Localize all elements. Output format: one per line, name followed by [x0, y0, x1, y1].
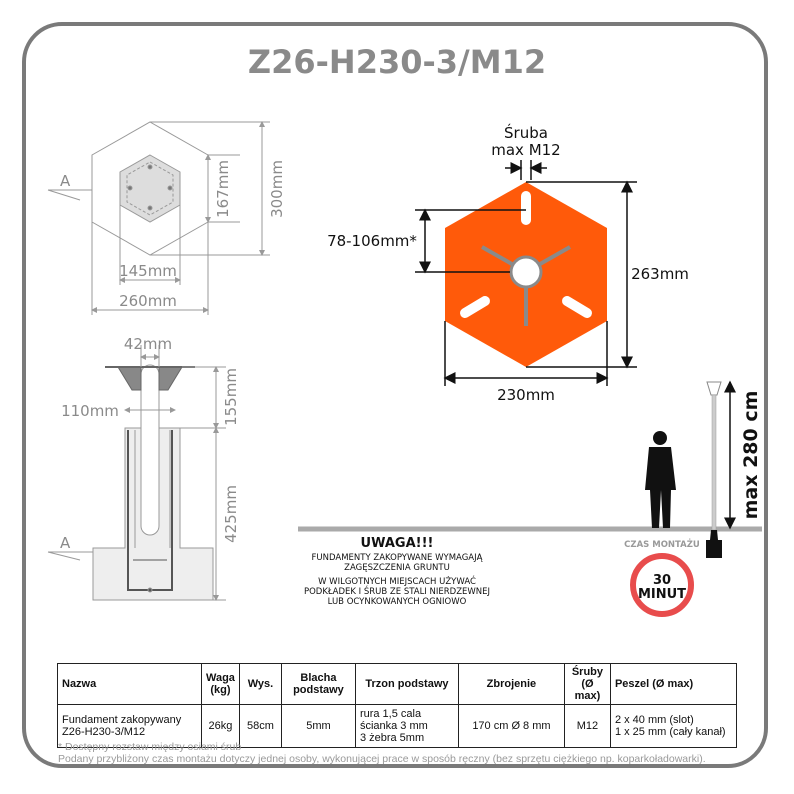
cell-rebar: 170 cm Ø 8 mm: [457, 704, 565, 748]
shaft-line: rura 1,5 cala: [359, 708, 422, 720]
dim-spacing: 78-106mm*: [327, 232, 417, 250]
bolt-label-1: Śruba: [504, 123, 548, 142]
frame-border: [22, 22, 768, 768]
col-header: Wys.: [238, 663, 282, 705]
shaft-line: ścianka 3 mm: [359, 720, 428, 732]
section-view: [47, 345, 226, 601]
dim-167: 167mm: [214, 160, 232, 218]
col-header: Trzon podstawy: [354, 663, 459, 705]
assembly-time-unit: MINUT: [638, 587, 686, 602]
warning-line: FUNDAMENTY ZAKOPYWANE WYMAGAJĄ: [312, 553, 483, 563]
person-silhouette-icon: [645, 431, 676, 528]
warning-line: LUB OCYNKOWANYCH OGNIOWO: [328, 597, 467, 607]
dim-110: 110mm: [61, 402, 119, 420]
dim-42: 42mm: [124, 335, 172, 353]
conduit-line: 2 x 40 mm (slot): [614, 714, 694, 726]
cell-conduit: 2 x 40 mm (slot)1 x 25 mm (cały kanał): [609, 704, 738, 748]
dim-145: 145mm: [119, 262, 177, 280]
bolt-label-2: max M12: [491, 141, 560, 159]
assembly-time-value: 30: [653, 573, 671, 588]
name-line: Z26-H230-3/M12: [62, 726, 146, 738]
top-view: [47, 121, 270, 315]
assembly-time-label: CZAS MONTAŻU: [624, 539, 700, 550]
col-header: Śruby (Ø max): [563, 663, 611, 705]
base-plate: [445, 182, 607, 367]
dim-230: 230mm: [497, 386, 555, 404]
dim-155: 155mm: [222, 368, 240, 426]
assembly-time-badge: [630, 553, 694, 617]
warning-line: W WILGOTNYCH MIEJSCACH UŻYWAĆ: [318, 575, 476, 587]
warning-title: UWAGA!!!: [361, 536, 434, 551]
dim-260: 260mm: [119, 292, 177, 310]
col-header: Peszel (Ø max): [609, 663, 738, 705]
dim-263: 263mm: [631, 265, 689, 283]
col-header: Blacha podstawy: [280, 663, 356, 705]
dim-300: 300mm: [268, 160, 286, 218]
cell-height: 58cm: [238, 704, 282, 748]
name-line: Fundament zakopywany: [62, 714, 182, 726]
shaft-line: 3 żebra 5mm: [359, 732, 425, 744]
cell-bolts: M12: [563, 704, 611, 748]
warning-note: UWAGA!!! FUNDAMENTY ZAKOPYWANE WYMAGAJĄ …: [304, 536, 490, 607]
max-height-label: max 280 cm: [740, 391, 762, 520]
col-header: Waga (kg): [201, 663, 240, 705]
footnote-assembly: Podany przybliżony czas montażu dotyczy …: [58, 753, 706, 765]
conduit-line: 1 x 25 mm (cały kanał): [614, 726, 726, 738]
col-header: Nazwa: [57, 663, 202, 705]
section-label-a-top: A: [60, 172, 71, 190]
lamp-post: [706, 380, 736, 558]
cell-weight: 26kg: [201, 704, 240, 748]
col-header: Zbrojenie: [457, 663, 565, 705]
plate-dimensions: [415, 160, 637, 386]
footnote-spacing: * Dostępny rozstaw między osiami śrub: [58, 741, 242, 753]
table-header-row: Nazwa Waga (kg) Wys. Blacha podstawy Trz…: [57, 663, 738, 705]
dim-425: 425mm: [222, 485, 240, 543]
warning-line: ZAGĘSZCZENIA GRUNTU: [344, 563, 450, 573]
cell-plate: 5mm: [280, 704, 356, 748]
spec-table: Nazwa Waga (kg) Wys. Blacha podstawy Trz…: [57, 663, 738, 748]
section-label-a-side: A: [60, 534, 71, 552]
page-title: Z26-H230-3/M12: [248, 43, 546, 81]
warning-line: PODKŁADEK I ŚRUB ZE STALI NIERDZEWNEJ: [304, 585, 490, 597]
